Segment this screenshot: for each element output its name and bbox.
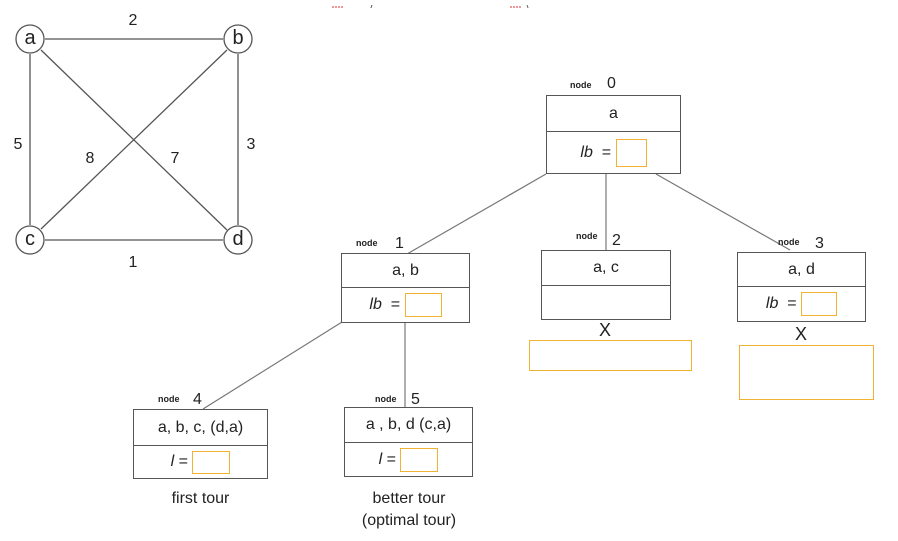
- pruned-mark-2: X: [599, 320, 612, 340]
- tree-edge-0-3: [655, 173, 791, 251]
- vertex-a: a: [15, 24, 45, 54]
- tree-node-4: a, b, c, (d,a) l =: [133, 409, 268, 479]
- answer-box[interactable]: [404, 293, 442, 317]
- edge-weight-a-c: 5: [13, 136, 23, 153]
- tree-node-5: a , b, d (c,a) l =: [344, 407, 473, 477]
- node-path: a: [547, 96, 680, 132]
- answer-box[interactable]: [615, 138, 647, 167]
- node-caption: node: [158, 394, 180, 404]
- edge-weight-a-d: 7: [170, 150, 180, 167]
- vertex-d: d: [223, 225, 253, 255]
- node-number-5: 5: [411, 391, 420, 408]
- answer-box[interactable]: [801, 292, 838, 316]
- answer-box[interactable]: [739, 345, 874, 400]
- node-path: a, d: [738, 253, 865, 287]
- node-path: a , b, d (c,a): [345, 408, 472, 443]
- clipped-top-text: (): [330, 0, 580, 8]
- node-number-2: 2: [612, 232, 621, 249]
- vertex-b: b: [223, 24, 253, 54]
- answer-box[interactable]: [400, 447, 439, 472]
- caption-first-tour: first tour: [171, 490, 230, 507]
- node-number-0: 0: [607, 75, 616, 92]
- vertex-label: b: [232, 27, 244, 49]
- answer-box[interactable]: [192, 450, 231, 474]
- tree-node-1: a, b lb =: [341, 253, 470, 323]
- edge-weight-b-d: 3: [246, 136, 256, 153]
- edge-weight-a-b: 2: [128, 12, 138, 29]
- node-number-4: 4: [193, 391, 202, 408]
- vertex-label: d: [232, 228, 244, 250]
- node-caption: node: [375, 394, 397, 404]
- node-caption: node: [570, 80, 592, 90]
- tree-edge-1-4: [202, 321, 343, 410]
- node-length: l =: [134, 446, 267, 478]
- tree-node-2: a, c: [541, 250, 671, 320]
- node-caption: node: [576, 231, 598, 241]
- caption-better-tour: better tour: [372, 490, 446, 507]
- svg-text:(: (: [370, 5, 373, 8]
- node-bound: lb =: [738, 287, 865, 321]
- answer-box[interactable]: [529, 340, 692, 371]
- node-number-3: 3: [815, 235, 824, 252]
- tree-edge-0-1: [406, 173, 547, 255]
- node-bound: lb =: [547, 132, 680, 173]
- vertex-label: a: [24, 27, 36, 49]
- tree-node-0: a lb =: [546, 95, 681, 174]
- node-path: a, b: [342, 254, 469, 288]
- pruned-mark-3: X: [795, 324, 808, 344]
- edge-c-b: [40, 49, 228, 230]
- node-bound: lb =: [342, 288, 469, 322]
- edge-weight-c-b: 8: [85, 150, 95, 167]
- svg-text:): ): [526, 5, 529, 8]
- node-caption: node: [778, 237, 800, 247]
- tree-node-3: a, d lb =: [737, 252, 866, 322]
- node-length: l =: [345, 443, 472, 476]
- node-path: a, b, c, (d,a): [134, 410, 267, 446]
- caption-optimal-tour: (optimal tour): [361, 512, 457, 529]
- edge-weight-c-d: 1: [128, 254, 138, 271]
- node-path: a, c: [542, 251, 670, 286]
- vertex-c: c: [15, 225, 45, 255]
- node-bound-empty: [542, 286, 670, 319]
- vertex-label: c: [25, 228, 35, 250]
- node-caption: node: [356, 238, 378, 248]
- node-number-1: 1: [395, 235, 404, 252]
